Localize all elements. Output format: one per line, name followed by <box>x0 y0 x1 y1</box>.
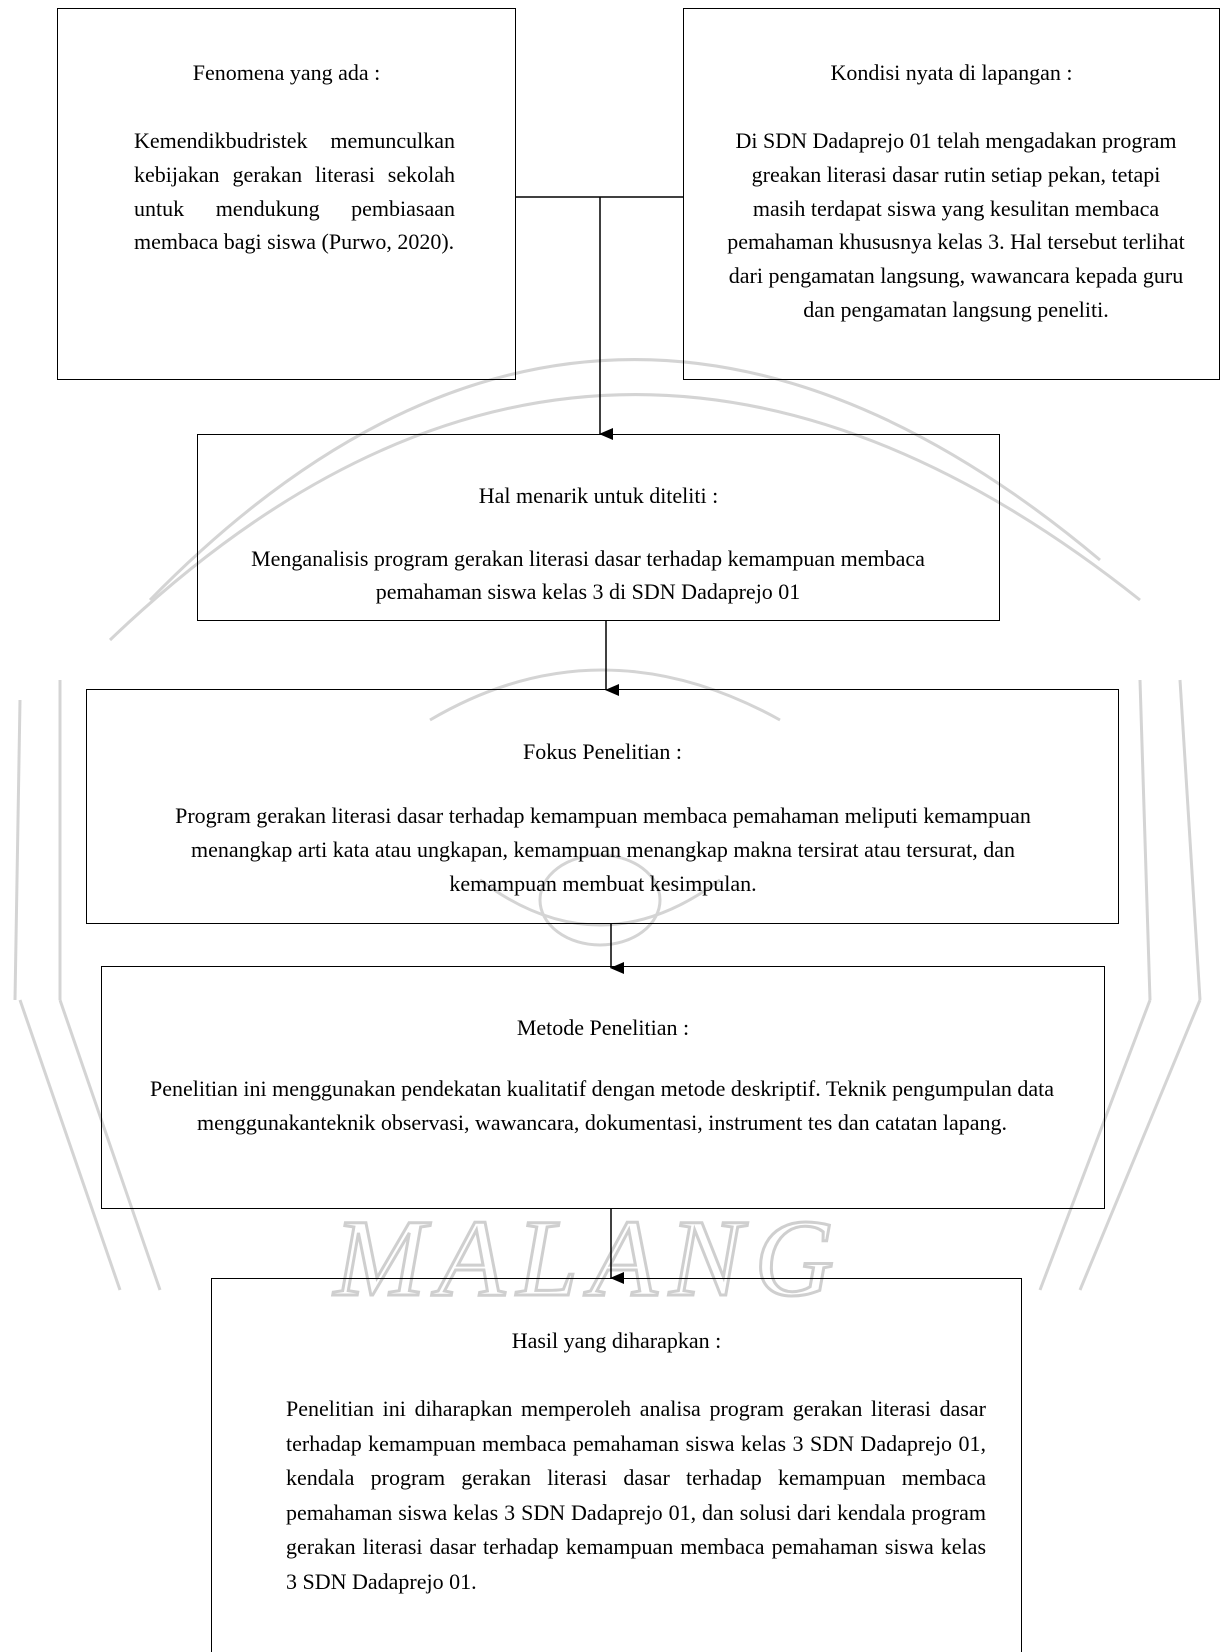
box-metode: Metode Penelitian : Penelitian ini mengg… <box>101 966 1105 1209</box>
box-kondisi: Kondisi nyata di lapangan : Di SDN Dadap… <box>683 8 1220 380</box>
box-hal-menarik: Hal menarik untuk diteliti : Menganalisi… <box>197 434 1000 621</box>
box-kondisi-heading: Kondisi nyata di lapangan : <box>830 60 1073 85</box>
box-hal-menarik-heading: Hal menarik untuk diteliti : <box>478 483 719 508</box>
box-fokus-heading: Fokus Penelitian : <box>523 739 682 764</box>
box-fokus: Fokus Penelitian : Program gerakan liter… <box>86 689 1119 924</box>
box-metode-body: Penelitian ini menggunakan pendekatan ku… <box>149 1076 1055 1135</box>
box-hasil-body: Penelitian ini diharapkan memperoleh ana… <box>286 1396 986 1594</box>
box-fenomena-heading: Fenomena yang ada : <box>192 60 381 85</box>
box-fokus-body: Program gerakan literasi dasar terhadap … <box>175 803 1031 896</box>
box-hal-menarik-body: Menganalisis program gerakan literasi da… <box>251 546 925 604</box>
watermark-text: MALANG <box>332 1197 846 1319</box>
box-kondisi-body: Di SDN Dadaprejo 01 telah mengadakan pro… <box>727 128 1185 322</box>
box-fenomena-body: Kemendikbudristek memunculkan kebijakan … <box>134 128 455 255</box>
box-hasil-heading: Hasil yang diharapkan : <box>511 1328 722 1353</box>
box-fenomena: Fenomena yang ada : Kemendikbudristek me… <box>57 8 516 380</box>
box-hasil: Hasil yang diharapkan : Penelitian ini d… <box>211 1278 1022 1652</box>
box-metode-heading: Metode Penelitian : <box>516 1015 690 1040</box>
